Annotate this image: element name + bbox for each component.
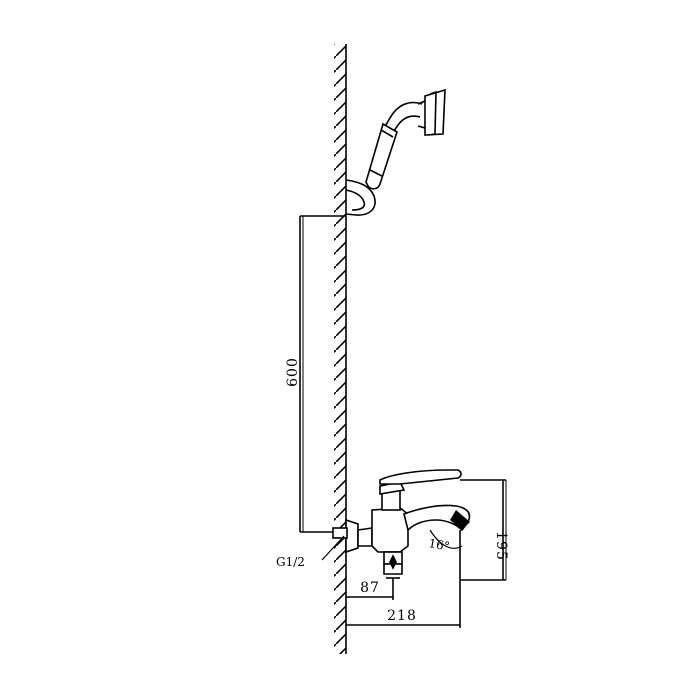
body-projection-label: 87 (360, 580, 380, 596)
body-projection-dimension (346, 578, 394, 600)
hand-shower (345, 88, 446, 216)
shower-handle (365, 122, 398, 190)
inlet-thread-label: G1/2 (276, 555, 305, 569)
wall-hatching (334, 44, 346, 654)
wall-flange (345, 518, 359, 554)
hose-height-label: 600 (285, 357, 301, 387)
spout-height-label: 195 (493, 531, 509, 561)
inlet-connector (332, 527, 348, 539)
spout-height-dimension (460, 479, 507, 581)
wall (334, 44, 347, 654)
inlet-thread-leader (321, 535, 345, 561)
spout-reach-label: 218 (387, 608, 417, 624)
shower-holder-bracket (345, 179, 376, 216)
mixer (332, 469, 471, 579)
union-nut (357, 527, 373, 547)
shower-neck (383, 101, 423, 135)
spout-outlet (450, 510, 470, 530)
mixer-body (371, 507, 409, 553)
spout-angle-label: 16° (427, 536, 450, 553)
shower-head (417, 88, 446, 136)
lever-handle (379, 469, 462, 485)
spout-reach-dimension (346, 530, 461, 628)
